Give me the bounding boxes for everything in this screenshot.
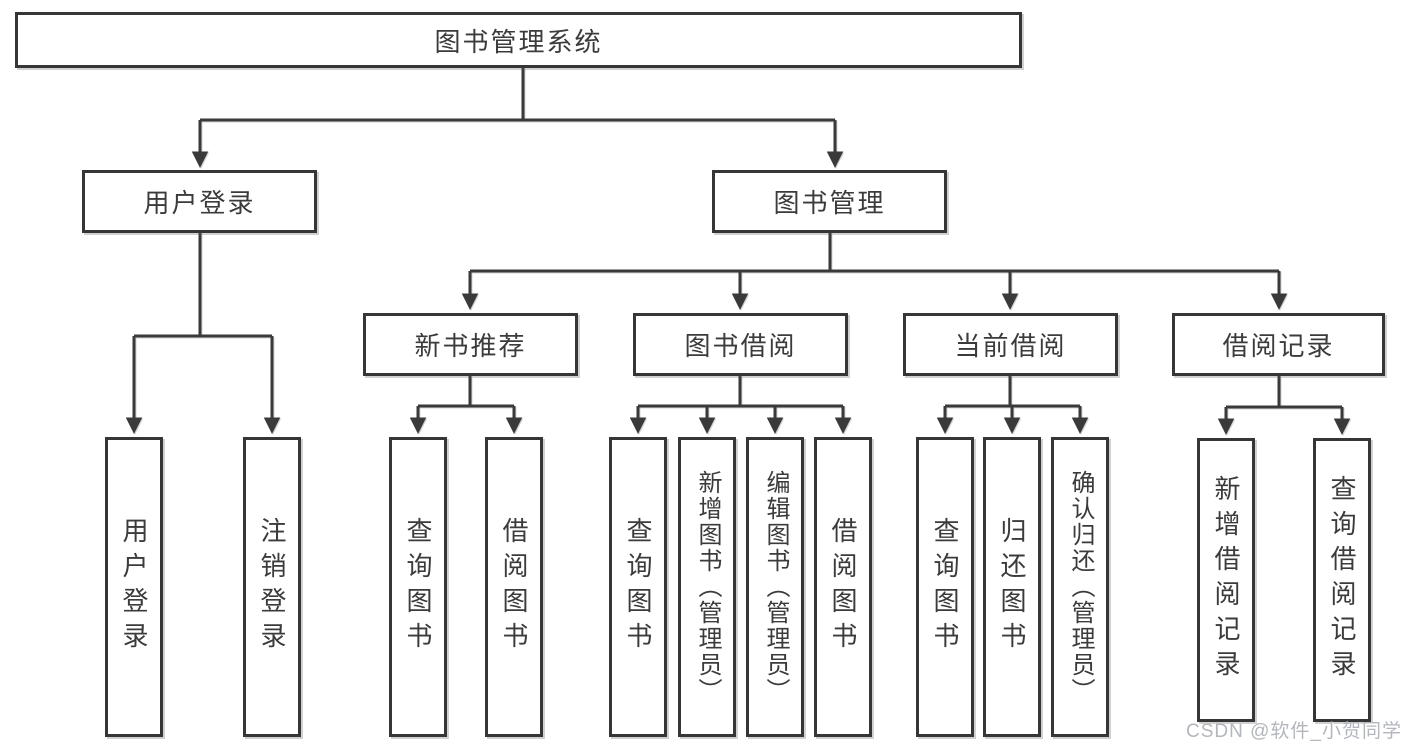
leaf-label: 新增图书（管理员） [694, 470, 721, 704]
leaf-add-book-admin: 新增图书（管理员） [678, 437, 736, 737]
node-book-borrow: 图书借阅 [633, 313, 848, 376]
leaf-label: 归还图书 [997, 517, 1027, 657]
connector-trunks [134, 68, 1342, 409]
node-root: 图书管理系统 [15, 12, 1022, 68]
leaf-label: 用户登录 [119, 517, 149, 657]
leaf-label: 编辑图书（管理员） [762, 470, 789, 704]
leaf-borrow-books-2: 借阅图书 [814, 437, 872, 737]
node-current-borrow: 当前借阅 [903, 313, 1118, 376]
leaf-label: 确认归还（管理员） [1067, 470, 1094, 704]
node-borrow-records: 借阅记录 [1172, 313, 1385, 376]
leaf-query-books-1: 查询图书 [389, 437, 447, 737]
node-new-book-rec: 新书推荐 [363, 313, 578, 376]
leaf-borrow-books-1: 借阅图书 [485, 437, 543, 737]
leaf-query-books-2: 查询图书 [609, 437, 667, 737]
leaf-label: 查询借阅记录 [1327, 475, 1357, 685]
node-user-login: 用户登录 [82, 170, 317, 233]
leaf-confirm-return-admin: 确认归还（管理员） [1051, 437, 1109, 737]
leaf-user-login: 用户登录 [105, 437, 163, 737]
node-book-mgmt: 图书管理 [712, 170, 947, 233]
leaf-query-books-3: 查询图书 [916, 437, 974, 737]
leaf-edit-book-admin: 编辑图书（管理员） [746, 437, 804, 737]
leaf-label: 借阅图书 [828, 517, 858, 657]
leaf-label: 查询图书 [403, 517, 433, 657]
leaf-label: 新增借阅记录 [1211, 475, 1241, 685]
leaf-label: 查询图书 [930, 517, 960, 657]
leaf-label: 查询图书 [623, 517, 653, 657]
leaf-return-book: 归还图书 [983, 437, 1041, 737]
leaf-logout: 注销登录 [243, 437, 301, 737]
leaf-label: 注销登录 [257, 517, 287, 657]
csdn-watermark: CSDN @软件_小贺同学 [1186, 721, 1402, 742]
leaf-label: 借阅图书 [499, 517, 529, 657]
leaf-query-borrow-record: 查询借阅记录 [1313, 438, 1371, 722]
leaf-add-borrow-record: 新增借阅记录 [1197, 438, 1255, 722]
